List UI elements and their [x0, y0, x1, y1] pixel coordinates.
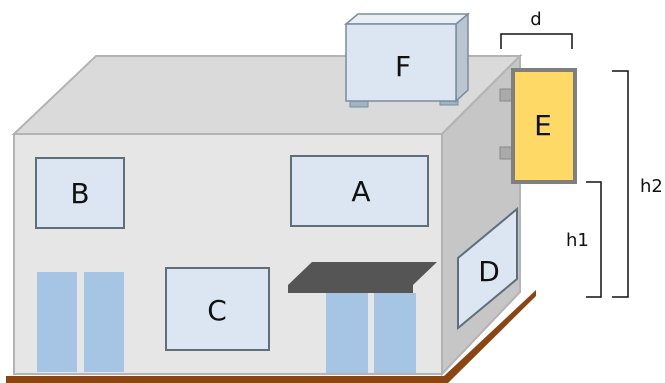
dimension-h2-label: h2: [640, 176, 663, 197]
canopy-front: [288, 285, 413, 293]
unit-f-body: [345, 23, 457, 102]
entrance-door-panel-1: [326, 293, 368, 373]
window-d: [457, 206, 518, 331]
unit-e-body: [511, 68, 577, 184]
canopy-top: [288, 262, 437, 285]
dimension-h1-label: h1: [566, 230, 589, 251]
entrance-door-panel-2: [374, 293, 416, 373]
window-a-label: A: [351, 175, 370, 208]
dimension-h2: h2: [612, 70, 663, 298]
unit-e: E: [499, 68, 577, 184]
dimension-h1-bracket: [586, 181, 602, 298]
left-door-panel-1: [37, 272, 77, 372]
dimension-d-bracket: [500, 33, 573, 49]
dimension-d-label: d: [530, 9, 541, 30]
unit-e-label: E: [534, 109, 552, 142]
dimension-d: d: [500, 9, 573, 49]
window-d-label: D: [478, 255, 500, 288]
unit-f: F: [343, 12, 471, 108]
unit-f-side: [455, 12, 469, 103]
unit-f-label: F: [395, 50, 411, 83]
window-c: [165, 267, 270, 351]
window-c-label: C: [207, 294, 227, 327]
window-b-label: B: [70, 177, 89, 210]
window-a: [290, 155, 429, 227]
dimension-h2-bracket: [612, 70, 629, 298]
window-b: [35, 157, 125, 229]
dimension-h1: h1: [566, 181, 602, 298]
left-door-panel-2: [84, 272, 124, 372]
unit-f-top: [343, 13, 471, 25]
